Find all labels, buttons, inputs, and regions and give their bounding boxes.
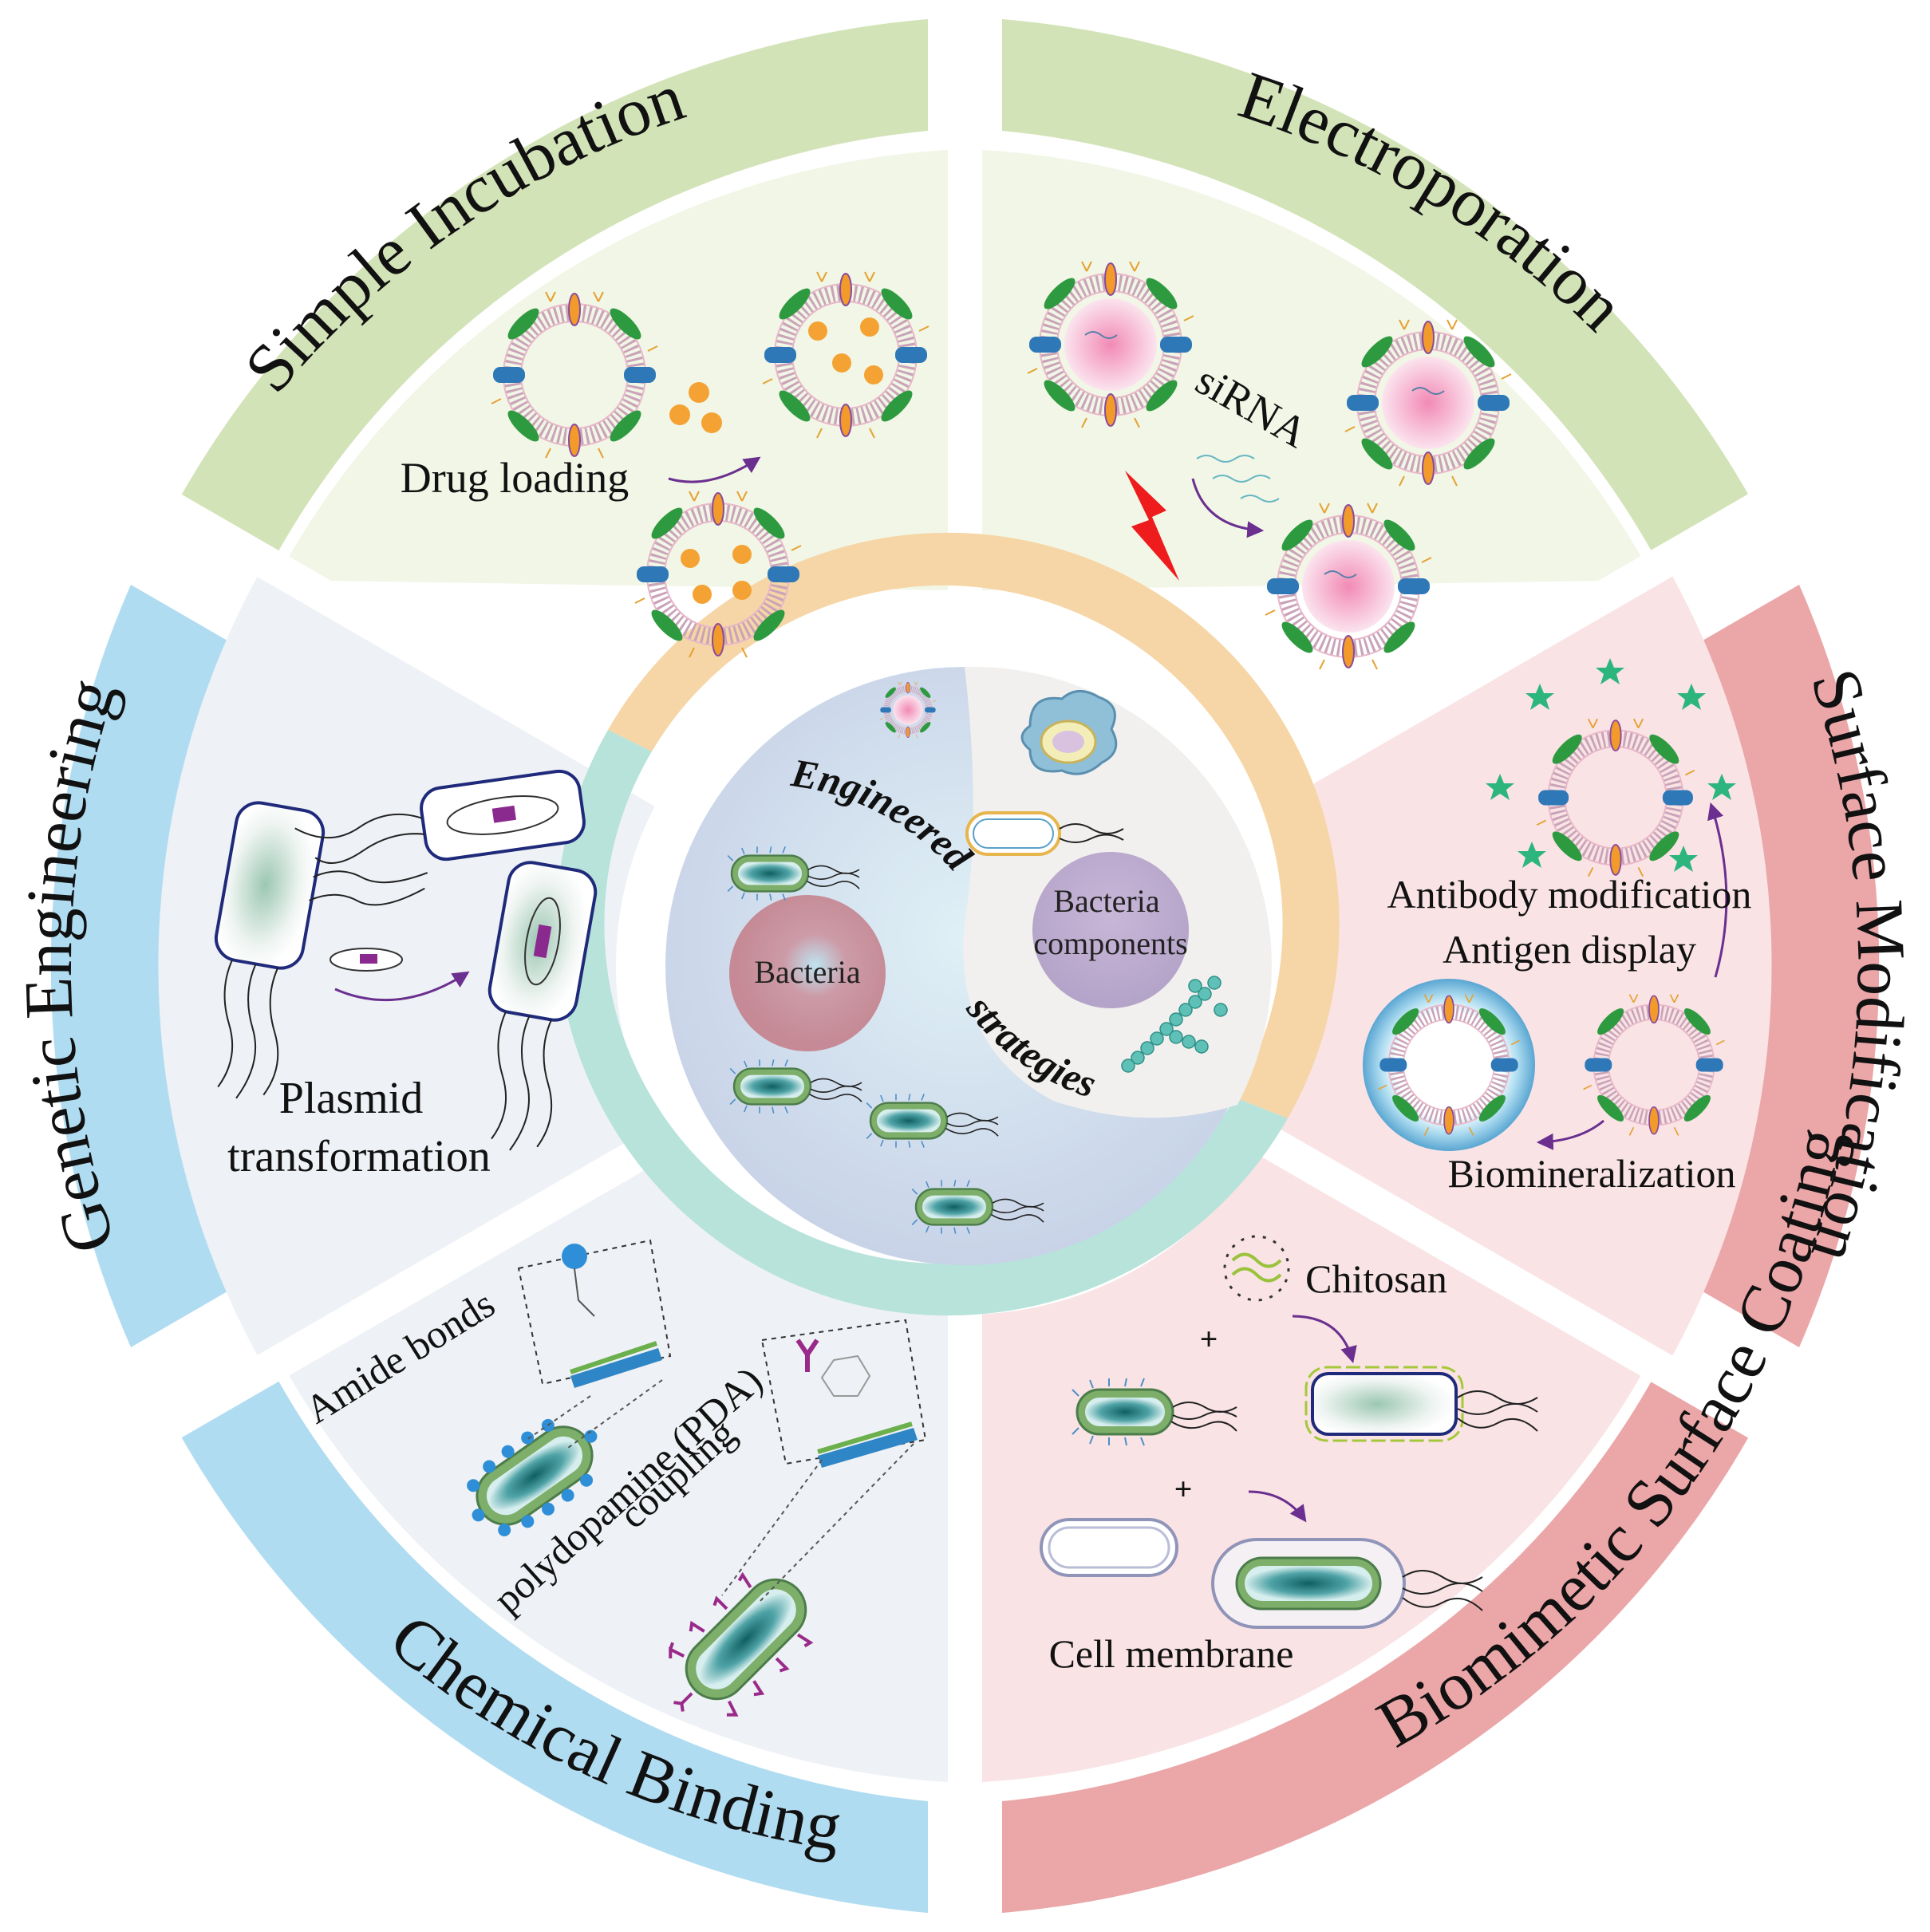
donor-bacterium	[214, 801, 428, 1099]
biomineralization-caption: Biomineralization	[1447, 1151, 1735, 1196]
membrane-coated-bacterium	[1211, 1538, 1483, 1629]
recipient-bacterium-top	[294, 769, 586, 864]
plasmid-caption-line1: Plasmid	[279, 1074, 423, 1123]
amide-inset	[517, 1239, 672, 1388]
chitosan-icon	[1223, 1235, 1290, 1302]
pda-inset	[760, 1319, 927, 1468]
plus-sign-lower: +	[1174, 1471, 1193, 1507]
antibody-star-icons	[1486, 658, 1736, 872]
drug-loading-caption: Drug loading	[401, 454, 629, 502]
recipient-bacterium-bottom	[487, 861, 598, 1151]
chitosan-coated-bacterium	[1304, 1366, 1538, 1442]
plus-sign-upper: +	[1200, 1321, 1218, 1357]
center-icons	[727, 682, 1228, 1235]
plasmid-icon	[330, 948, 403, 972]
surface-modification-art	[1363, 658, 1736, 1151]
capsule-icon	[1020, 690, 1118, 775]
bacteria-label: Bacteria	[754, 954, 860, 990]
cell-membrane-vesicle	[1040, 1518, 1178, 1577]
simple-incubation-art	[491, 272, 929, 657]
electroporation-art	[1028, 262, 1511, 669]
polymer-chain-icon	[1121, 976, 1228, 1073]
lightning-bolt-icon	[1125, 471, 1179, 581]
cell-membrane-caption: Cell membrane	[1049, 1631, 1294, 1676]
chitosan-caption: Chitosan	[1305, 1256, 1447, 1301]
antibody-modification-caption: Antibody modification	[1387, 872, 1752, 917]
bacteria-circle	[729, 895, 886, 1051]
genetic-engineering-art	[214, 769, 598, 1151]
chemical-binding-art	[467, 1239, 927, 1717]
biomimetic-coating-art	[1040, 1235, 1538, 1629]
plasmid-caption-line2: transformation	[227, 1132, 491, 1181]
ghost-bacterium-icon	[965, 811, 1124, 856]
bacteria-components-label: Bacteria components	[1033, 883, 1187, 961]
bacteria-components-circle	[1032, 852, 1189, 1008]
antigen-display-caption: Antigen display	[1443, 927, 1696, 972]
